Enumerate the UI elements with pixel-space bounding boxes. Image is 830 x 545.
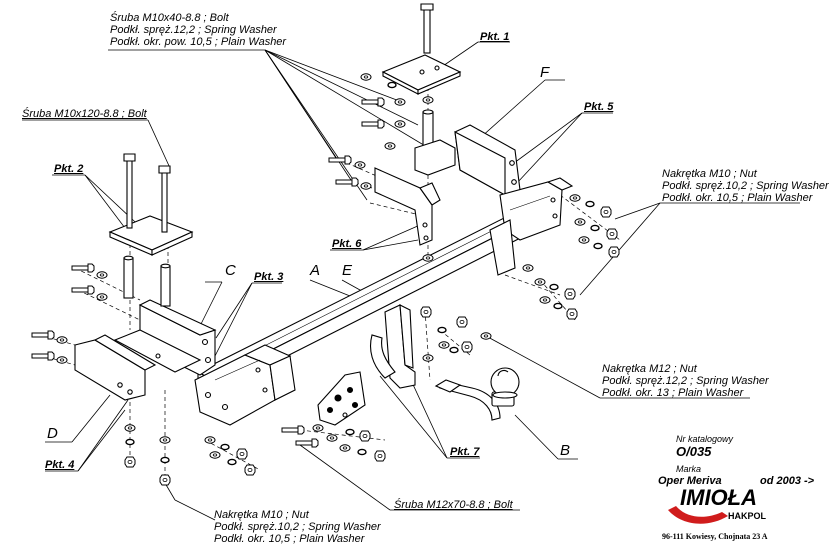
part-letter-b: B <box>560 442 571 459</box>
svg-text:HAKPOL: HAKPOL <box>728 511 767 521</box>
callout-line: Podkł. spręż.12,2 ; Spring Washer <box>110 24 277 36</box>
fasteners <box>31 73 620 486</box>
ball-mount-B <box>317 304 520 426</box>
callout-line: Podkł. okr. 13 ; Plain Washer <box>602 387 744 399</box>
callout-line: Nakrętka M10 ; Nut <box>662 168 757 180</box>
catalog-label: Nr katalogowy <box>676 434 734 444</box>
imiola-hakpol-logo: IMIOŁA HAKPOL <box>668 485 767 524</box>
left-frame-bracket <box>194 344 296 426</box>
callout-line: Nakrętka M10 ; Nut <box>214 509 309 521</box>
callout-nut-m12: Nakrętka M12 ; Nut Podkł. spręż.12,2 ; S… <box>602 363 769 399</box>
point-label-6: Pkt. 6 <box>332 238 362 250</box>
callout-line: Podkł. okr. 10,5 ; Plain Washer <box>662 192 813 204</box>
part-letter-f: F <box>540 64 550 81</box>
brand-label: Marka <box>676 464 702 474</box>
point-label-2: Pkt. 2 <box>54 163 84 175</box>
vehicle-years: od 2003 -> <box>760 475 815 487</box>
point-label-7: Pkt. 7 <box>450 446 480 458</box>
left-side-bracket <box>113 299 217 376</box>
right-side-bracket-F <box>454 124 521 196</box>
top-reinforcement-plate <box>381 3 462 176</box>
svg-text:IMIOŁA: IMIOŁA <box>680 485 757 510</box>
part-letter-a: A <box>310 262 321 279</box>
callout-line: Podkł. spręż.10,2 ; Spring Washer <box>662 180 829 192</box>
part-letter-d: D <box>47 425 58 442</box>
callout-nut-m10-right: Nakrętka M10 ; Nut Podkł. spręż.10,2 ; S… <box>662 168 829 204</box>
callout-bolt-m10x40: Śruba M10x40-8.8 ; Bolt Podkł. spręż.12,… <box>110 12 286 48</box>
callout-bolt-m12x70: Śruba M12x70-8.8 ; Bolt <box>394 499 513 511</box>
catalog-number: O/035 <box>676 444 712 459</box>
callout-line: Podkł. okr. pow. 10,5 ; Plain Washer <box>110 36 287 48</box>
point-label-4: Pkt. 4 <box>45 459 75 471</box>
callout-nut-m10-bottom: Nakrętka M10 ; Nut Podkł. spręż.10,2 ; S… <box>214 509 381 545</box>
callout-line: Śruba M10x40-8.8 ; Bolt <box>110 12 229 24</box>
point-label-5: Pkt. 5 <box>584 101 614 113</box>
left-reinforcement-plate <box>108 153 194 307</box>
callout-bolt-m10x120: Śruba M10x120-8.8 ; Bolt <box>22 108 147 120</box>
callout-line: Podkł. spręż.10,2 ; Spring Washer <box>214 521 381 533</box>
company-address: 96-111 Kowiesy, Chojnata 23 A <box>662 532 768 541</box>
left-mount-plate-D <box>74 334 157 401</box>
part-letter-c: C <box>225 262 236 279</box>
vehicle-model: Oper Meriva <box>658 475 722 487</box>
part-letter-e: E <box>342 262 353 279</box>
right-frame-bracket <box>499 177 574 241</box>
point-label-3: Pkt. 3 <box>254 271 284 283</box>
callout-line: Podkł. spręż.12,2 ; Spring Washer <box>602 375 769 387</box>
point-label-1: Pkt. 1 <box>480 31 510 43</box>
callout-line: Podkł. okr. 10,5 ; Plain Washer <box>214 533 365 545</box>
support-strut-E <box>374 167 516 276</box>
callout-line: Nakrętka M12 ; Nut <box>602 363 697 375</box>
